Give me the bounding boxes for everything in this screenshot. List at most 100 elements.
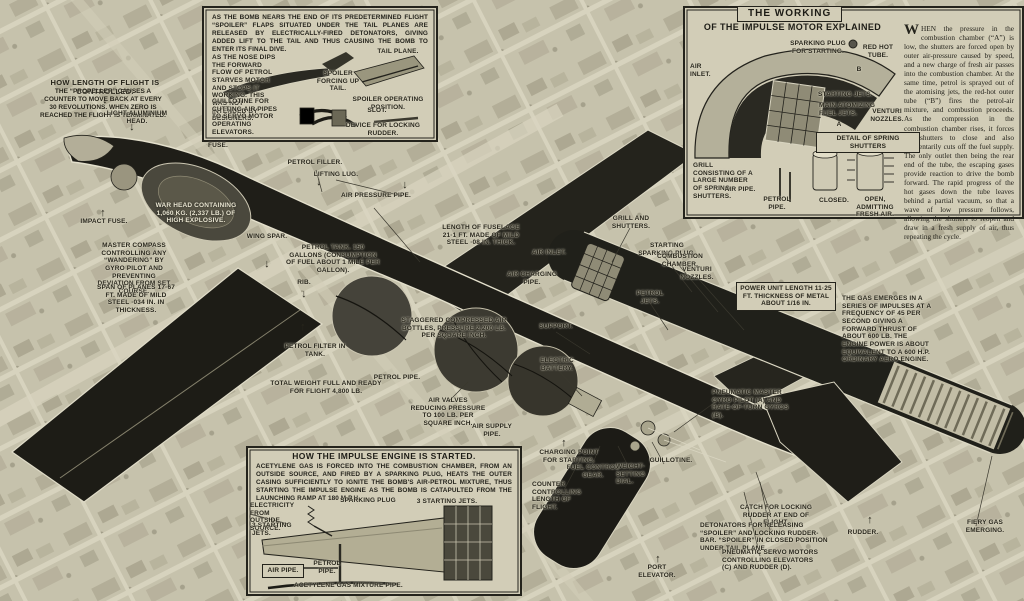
petrol-tank [331,275,413,357]
label-rudder: RUDDER. [847,529,879,536]
panel-engine-start: HOW THE IMPULSE ENGINE IS STARTED. ACETY… [246,446,522,596]
compass-dome [110,163,138,191]
arrow-down-icon: ↓ [264,258,270,270]
warhead [140,162,252,242]
label-air-pipe-inset: AIR PIPE. [724,186,756,193]
label-closed: CLOSED. [819,197,849,204]
panel-motor-body-text: WHEN the pressure in the combustion cham… [904,22,1014,242]
air-bottle-sphere [433,307,519,393]
label-electric-battery: ELECTRIC BATTERY. [540,357,574,372]
label-port-elevator: PORT ELEVATOR. [638,564,676,579]
label-combustion-chamber: COMBUSTION CHAMBER. [657,253,703,268]
label-grill-consisting: GRILL CONSISTING OF A LARGE NUMBER OF SP… [693,162,753,200]
panel-start-paragraph: ACETYLENE GAS IS FORCED INTO THE COMBUST… [256,463,512,502]
label-detail-spring-shutters: DETAIL OF SPRING SHUTTERS [816,132,920,154]
label-air-charging-pipe: AIR CHARGING PIPE. [506,271,558,286]
label-petrol-filler: PETROL FILLER. [287,159,343,166]
label-servo-motors: PNEUMATIC SERVO MOTORS CONTROLLING ELEVA… [722,549,819,572]
arrow-up-icon: ↑ [561,437,567,449]
engine-start-illustration [249,505,493,590]
marker-a: A [836,121,842,128]
label-tail-plane: TAIL PLANE. [377,48,419,55]
label-support: SUPPORT. [539,323,573,330]
note-flight-control-title: HOW LENGTH OF FLIGHT IS CONTROLLED. [50,78,160,96]
leader-lines [315,169,993,557]
arrow-up-icon: ↑ [100,207,106,219]
label-spoiler-forcing: SPOILER FORCING UP TAIL. [316,70,360,93]
label-air-pressure-pipe: AIR PRESSURE PIPE. [341,192,411,199]
label-staggered-air-bottles: STAGGERED COMPRESSED AIR BOTTLES, PRESSU… [401,317,507,340]
final-dive-illustration [221,52,425,128]
label-master-compass: MASTER COMPASS CONTROLLING ANY “WANDERIN… [97,242,171,295]
arrow-down-icon: ↓ [402,179,408,191]
label-petrol-pipe: PETROL PIPE. [373,374,421,381]
label-guillotine-note: GUILLOTINE FOR CUTTING AIR PIPES TO SERV… [212,98,278,136]
panel-final-dive: AS THE BOMB NEARS THE END OF ITS PREDETE… [202,6,438,142]
port-wing [11,267,324,503]
label-lifting-lug: LIFTING LUG. [313,171,359,178]
panel-start-title: HOW THE IMPULSE ENGINE IS STARTED. [292,451,476,461]
label-span-of-planes: SPAN OF PLANES 17·67 FT. MADE OF MILD ST… [96,284,175,314]
label-nose-dips: AS THE NOSE DIPS THE FORWARD FLOW OF PET… [212,54,276,123]
label-3-starting-jets-right: 3 STARTING JETS. [416,498,478,505]
label-venturi-nozzles: VENTURI NOZZLES. [680,266,714,281]
air-bottle-sphere [507,345,579,417]
label-open-admitting: OPEN, ADMITTING FRESH AIR. [855,196,895,219]
label-rib: RIB. [297,279,311,286]
label-catch-locking-rudder: CATCH FOR LOCKING RUDDER AT END OF FLIGH… [739,504,813,527]
label-grill-and-shutters: GRILL AND SHUTTERS. [611,215,651,230]
arrow-up-icon: ↑ [655,553,661,565]
grill-shutters [571,242,625,302]
label-length-of-fuselage: LENGTH OF FUSELAGE 21·1 FT. MADE OF MILD… [442,224,520,247]
label-venturi-nozzles-inset: VENTURI NOZZLES. [870,108,904,123]
label-fuse: FUSE. [208,142,228,149]
label-slot: SLOT. [367,107,387,114]
label-power-unit: POWER UNIT LENGTH 11·25 FT. THICKNESS OF… [736,282,836,311]
label-air-pipe-start: AIR PIPE. [262,564,304,578]
label-total-weight: TOTAL WEIGHT FULL AND READY FOR FLIGHT 4… [270,380,382,395]
label-light-aluminium-head: LIGHT ALUMINIUM HEAD. [106,110,168,125]
panel-motor-title-line2: OF THE IMPULSE MOTOR EXPLAINED [703,22,882,32]
label-spoiler-operating: SPOILER OPERATING POSITION. [352,96,424,111]
label-wing-spar: WING SPAR. [246,233,288,240]
label-air-valves: AIR VALVES REDUCING PRESSURE TO 100 LB. … [410,397,486,427]
label-impact-fuse: IMPACT FUSE. [80,218,128,225]
arrow-down-icon: ↓ [301,288,307,300]
label-war-head: WAR HEAD CONTAINING 1,060 KG. (2,337 LB.… [155,202,237,225]
label-electricity-outside: ELECTRICITY FROM OUTSIDE SOURCE. [250,502,295,532]
label-petrol-pipe-start: PETROL PIPE. [313,560,341,575]
label-air-inlet-inset: AIR INLET. [690,63,711,78]
label-counter-controlling: COUNTER CONTROLLING LENGTH OF FLIGHT. [532,481,582,511]
label-red-hot-tube: RED HOT TUBE. [862,44,894,59]
label-starting-sparking-plug: STARTING SPARKING PLUG. [638,242,696,257]
marker-b: B [856,66,862,73]
label-gas-emerges: THE GAS EMERGES IN A SERIES OF IMPULSES … [842,295,931,364]
label-3-starting-jets-left: 3 STARTING JETS. [252,522,292,537]
label-detonators: DETONATORS FOR RELEASING “SPOILER” AND L… [700,522,828,552]
label-petrol-tank: PETROL TANK. 150 GALLONS (CONSUMPTION OF… [286,244,380,274]
label-charging-point: CHARGING POINT FOR STARTING. [539,449,599,464]
fin-rudder [761,381,903,503]
label-device-locking-rudder: DEVICE FOR LOCKING RUDDER. [345,122,421,137]
panel-final-dive-paragraph: AS THE BOMB NEARS THE END OF ITS PREDETE… [212,14,428,53]
gyro-mechanism [629,420,727,463]
arrow-down-icon: ↓ [102,94,108,106]
label-sparking-plug-starting: SPARKING PLUG FOR STARTING. [790,40,846,55]
note-flight-control-body: THE “PROPELLER” CAUSES A COUNTER TO MOVE… [40,88,166,120]
arrow-down-icon: ↓ [316,176,322,188]
label-acetylene-pipe: ACETYLENE GAS MIXTURE PIPE. [294,582,403,589]
label-fuel-control-gear: FUEL CONTROL GEAR. [566,464,620,479]
label-sparking-plug: SPARKING PLUG [340,497,396,504]
label-air-supply-pipe: AIR SUPPLY PIPE. [472,423,512,438]
label-pneumatic-gyro: PNEUMATIC MASTER GYRO PILOT (A) AND RATE… [712,389,789,419]
arrow-up-icon: ↑ [300,321,306,333]
panel-motor-title-line1: THE WORKING [737,6,843,22]
label-starting-jets: STARTING JETS. [818,91,873,98]
label-petrol-jets: PETROL JETS. [636,290,664,305]
exhaust-stripes [882,365,1014,450]
label-petrol-filter: PETROL FILTER IN TANK. [284,343,346,358]
arrow-down-icon: ↓ [129,121,135,133]
label-petrol-pipe-inset: PETROL PIPE. [763,196,791,211]
